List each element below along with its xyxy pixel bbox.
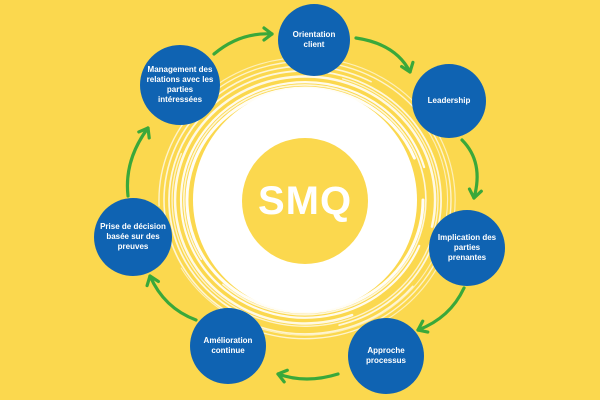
node-label-leadership: Leadership [427, 96, 471, 105]
node-orientation-client: Orientation client [278, 4, 350, 76]
arrow-head [145, 274, 160, 288]
arrow-head [262, 26, 274, 42]
ring-stroke [179, 81, 426, 319]
node-approche-processus: Approche processus [348, 318, 424, 394]
node-label-prise-de-decision: Prise de décision basée sur des preuves [100, 222, 166, 251]
arrow-shaft [212, 32, 274, 56]
ring-stroke [183, 84, 427, 316]
arrow-shaft [416, 286, 466, 332]
ring-stroke [171, 78, 439, 327]
arrow-leadership-to-implication [460, 138, 483, 200]
arrow-shaft [148, 274, 198, 322]
arrow-amelioration-to-decision [145, 274, 198, 322]
node-management-relations: Management des relations avec les partie… [140, 45, 220, 125]
ring-stroke [185, 86, 425, 314]
arrow-processus-to-amelioration [276, 368, 340, 384]
arrow-head [467, 187, 483, 200]
arrow-head [400, 60, 415, 74]
node-label-management-relations: Management des relations avec les partie… [146, 65, 214, 104]
arrow-shaft [125, 126, 150, 198]
arrow-head [137, 126, 151, 140]
arrow-shaft [354, 36, 412, 74]
arrow-implication-to-processus [416, 286, 466, 334]
node-label-amelioration-continue: Amélioration continue [203, 336, 253, 355]
arrow-management-to-orientation [212, 26, 274, 56]
node-leadership: Leadership [412, 64, 486, 138]
arrow-shaft [460, 138, 479, 200]
node-label-approche-processus: Approche processus [365, 346, 407, 365]
ring-stroke [173, 75, 437, 325]
node-label-orientation-client: Orientation client [292, 30, 336, 49]
arrow-head [416, 319, 430, 334]
arrow-orientation-to-leadership [354, 36, 415, 74]
arrow-decision-to-management [125, 126, 151, 198]
arrow-head [276, 368, 289, 384]
node-prise-de-decision: Prise de décision basée sur des preuves [94, 198, 172, 276]
arrow-shaft [276, 372, 340, 381]
center-circle-label: SMQ [242, 138, 368, 264]
node-amelioration-continue: Amélioration continue [190, 308, 266, 384]
node-label-implication: Implication des parties prenantes [437, 233, 497, 262]
node-implication: Implication des parties prenantes [429, 210, 505, 286]
cycle-arrows [125, 26, 483, 384]
